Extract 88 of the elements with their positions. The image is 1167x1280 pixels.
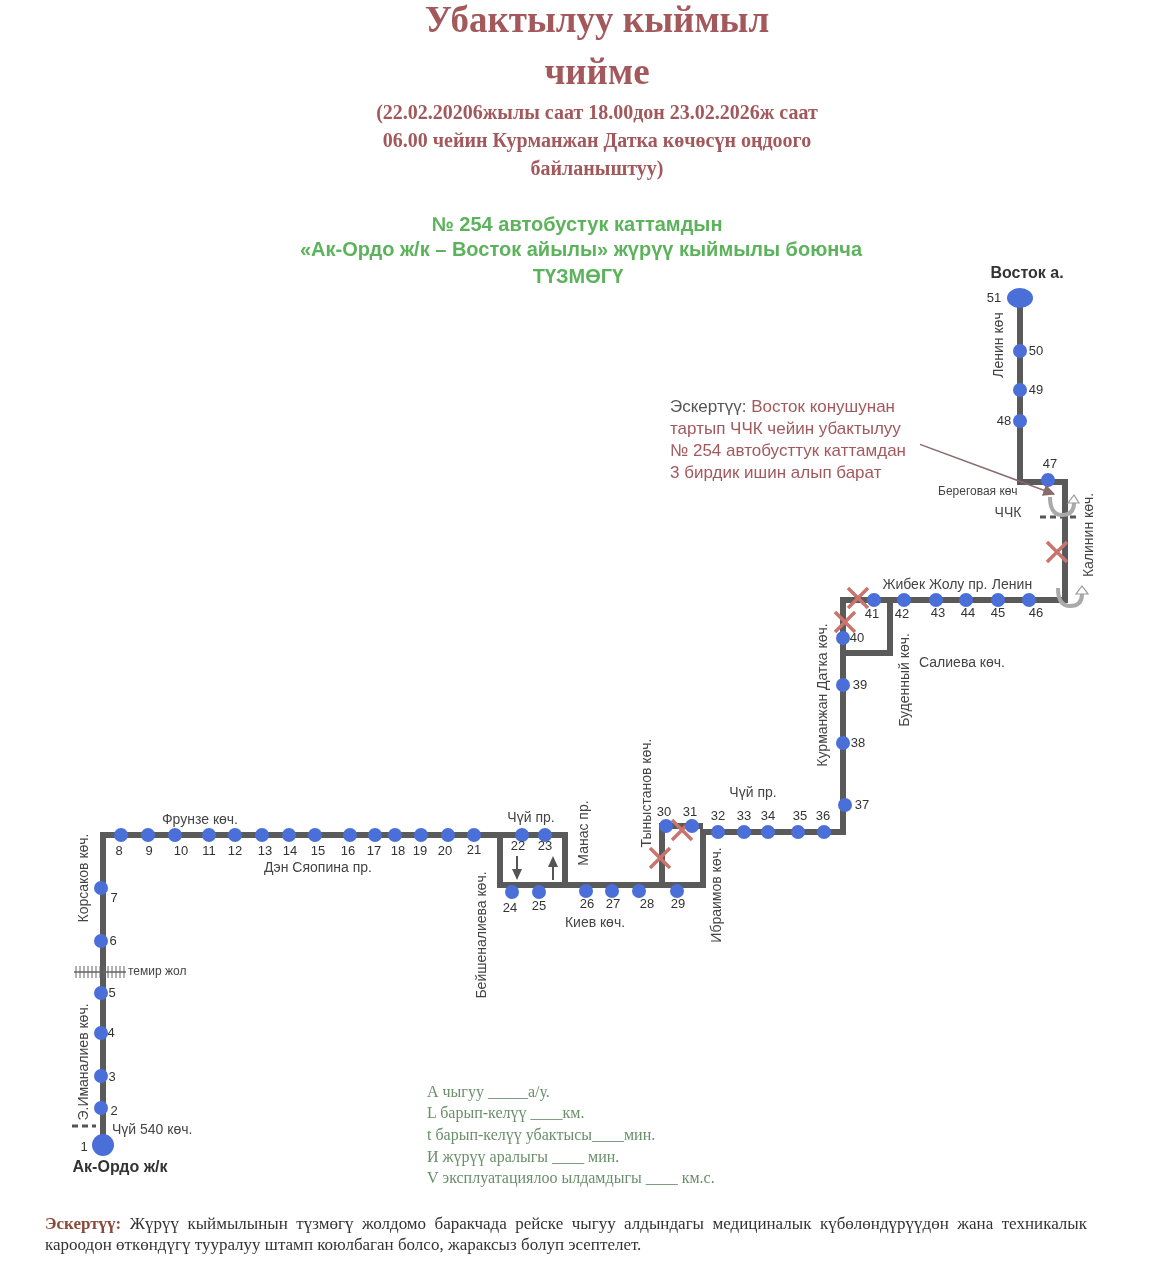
stop-number: 33 [736,808,752,824]
note-text: Эскертүү: Восток конушунан тартып ЧЧК чейин убактылуу № 254 автобусттук каттамдан 3 бирдик ишин алып барат [670,396,920,484]
stop-number: 11 [202,843,216,859]
stop-number: 50 [1028,343,1044,359]
form-line: L барып-келүү ____км. [427,1103,585,1123]
stop-number: 44 [960,605,976,621]
street-name: Береговая көч [938,485,1018,499]
stop-number: 23 [537,838,553,854]
form-line: А чыгуу _____а/у. [427,1082,550,1102]
street-name: Калинин көч. [1079,492,1097,578]
stop-number: 34 [760,808,776,824]
terminal-name: Ак-Ордо ж/к [72,1157,168,1177]
stop-number: 31 [682,804,698,820]
form-line: И жүрүү аралыгы ____ мин. [427,1147,620,1167]
street-name: Буденный көч. [895,633,913,727]
stop-number: 7 [110,890,118,906]
stop-number: 51 [986,290,1002,306]
street-name: Жибек Жолу пр. [882,575,988,593]
leader-arrow [919,443,1056,496]
stop-number: 2 [110,1103,118,1119]
stop-number: 28 [639,896,655,912]
stop-number: 21 [466,842,482,858]
stop-number: 38 [850,735,866,751]
street-name: Киев көч. [564,913,626,931]
form-line: V эксплуатациялоо ылдамдыгы ____ км.с. [427,1168,715,1188]
stop-number: 26 [579,896,595,912]
stop-number: 39 [852,677,868,693]
street-name: Чүй пр. [729,783,777,801]
stop-number: 4 [107,1025,115,1041]
railway-label: темир жол [128,965,187,979]
stop-number: 6 [109,933,117,949]
stop-number: 10 [173,843,189,859]
route-heading: «Ак-Ордо ж/к – Восток айылы» жүрүү кыймылы боюнча [299,237,863,261]
stop-number: 47 [1042,456,1058,472]
street-name: Манас пр. [574,800,592,866]
route-heading: ТҮЗМӨГҮ [532,264,624,288]
street-name: Дэн Сяопина пр. [264,858,372,876]
stop-number: 3 [108,1069,116,1085]
street-name: Ленин [991,575,1033,593]
stop-number: 16 [340,843,356,859]
stop-number: 24 [502,900,518,916]
stop-number: 49 [1028,382,1044,398]
stop-number: 19 [412,843,428,859]
stop-number: 46 [1028,605,1044,621]
subtitle: (22.02.20206жылы саат 18.00дон 23.02.2026ж саат 06.00 чейин Курманжан Датка көчөсүн оңдоого байланыштуу) [375,100,819,182]
stop-number: 1 [80,1139,88,1155]
stop-number: 25 [531,898,547,914]
street-name: Тыныстанов көч. [637,738,655,848]
stop-number: 36 [815,808,831,824]
street-name: Чүй 540 көч. [112,1120,193,1138]
stop-number: 32 [710,808,726,824]
stop-number: 15 [310,843,326,859]
stop-number: 17 [366,843,382,859]
route-heading: № 254 автобустук каттамдын [431,212,723,236]
stop-number: 30 [656,804,672,820]
stop-number: 35 [792,808,808,824]
stop-number: 8 [115,843,123,859]
stop-number: 42 [894,606,910,622]
stop-number: 12 [227,843,243,859]
street-name: Э.Иманалиев көч. [74,1003,92,1121]
stop-number: 48 [996,413,1012,429]
place-label: ЧЧК [994,503,1022,521]
street-name: Курманжан Датка көч. [813,623,831,767]
terminal-name: Восток а. [990,263,1064,283]
stop-number: 43 [930,605,946,621]
street-name: Ибраимов көч. [707,847,725,943]
stop-number: 37 [854,797,870,813]
stop-number: 9 [145,843,153,859]
form-line: t барып-келүү убактысы____мин. [427,1125,656,1145]
stop-number: 27 [605,896,621,912]
stop-number: 5 [108,985,116,1001]
street-name: Фрунзе көч. [162,810,238,828]
street-name: Бейшеналиева көч. [472,871,490,999]
street-name: Корсаков көч. [74,833,92,923]
stop-number: 18 [390,843,406,859]
street-name: Чүй пр. [507,808,555,826]
stop-number: 40 [849,630,865,646]
street-name: Салиева көч. [919,653,1005,671]
street-name: Ленин көч [989,312,1007,378]
title: Убактылуу кыймыл чийме [423,0,771,94]
stop-number: 29 [670,896,686,912]
stop-number: 45 [990,605,1006,621]
stop-number: 41 [864,606,880,622]
footer-note: Эскертүү: Жүрүү кыймылынын түзмөгү жолдомо баракчада рейске чыгуу алдындагы медициналык күбөлөндүрүүдөн жана техникалык кароодон өткөндүгү тууралуу штамп коюлбаган болсо, жараксыз болуп эсептелет. [45,1213,1087,1255]
stop-number: 14 [282,843,298,859]
stop-number: 22 [510,838,526,854]
stop-number: 20 [437,843,453,859]
stop-number: 13 [257,843,273,859]
